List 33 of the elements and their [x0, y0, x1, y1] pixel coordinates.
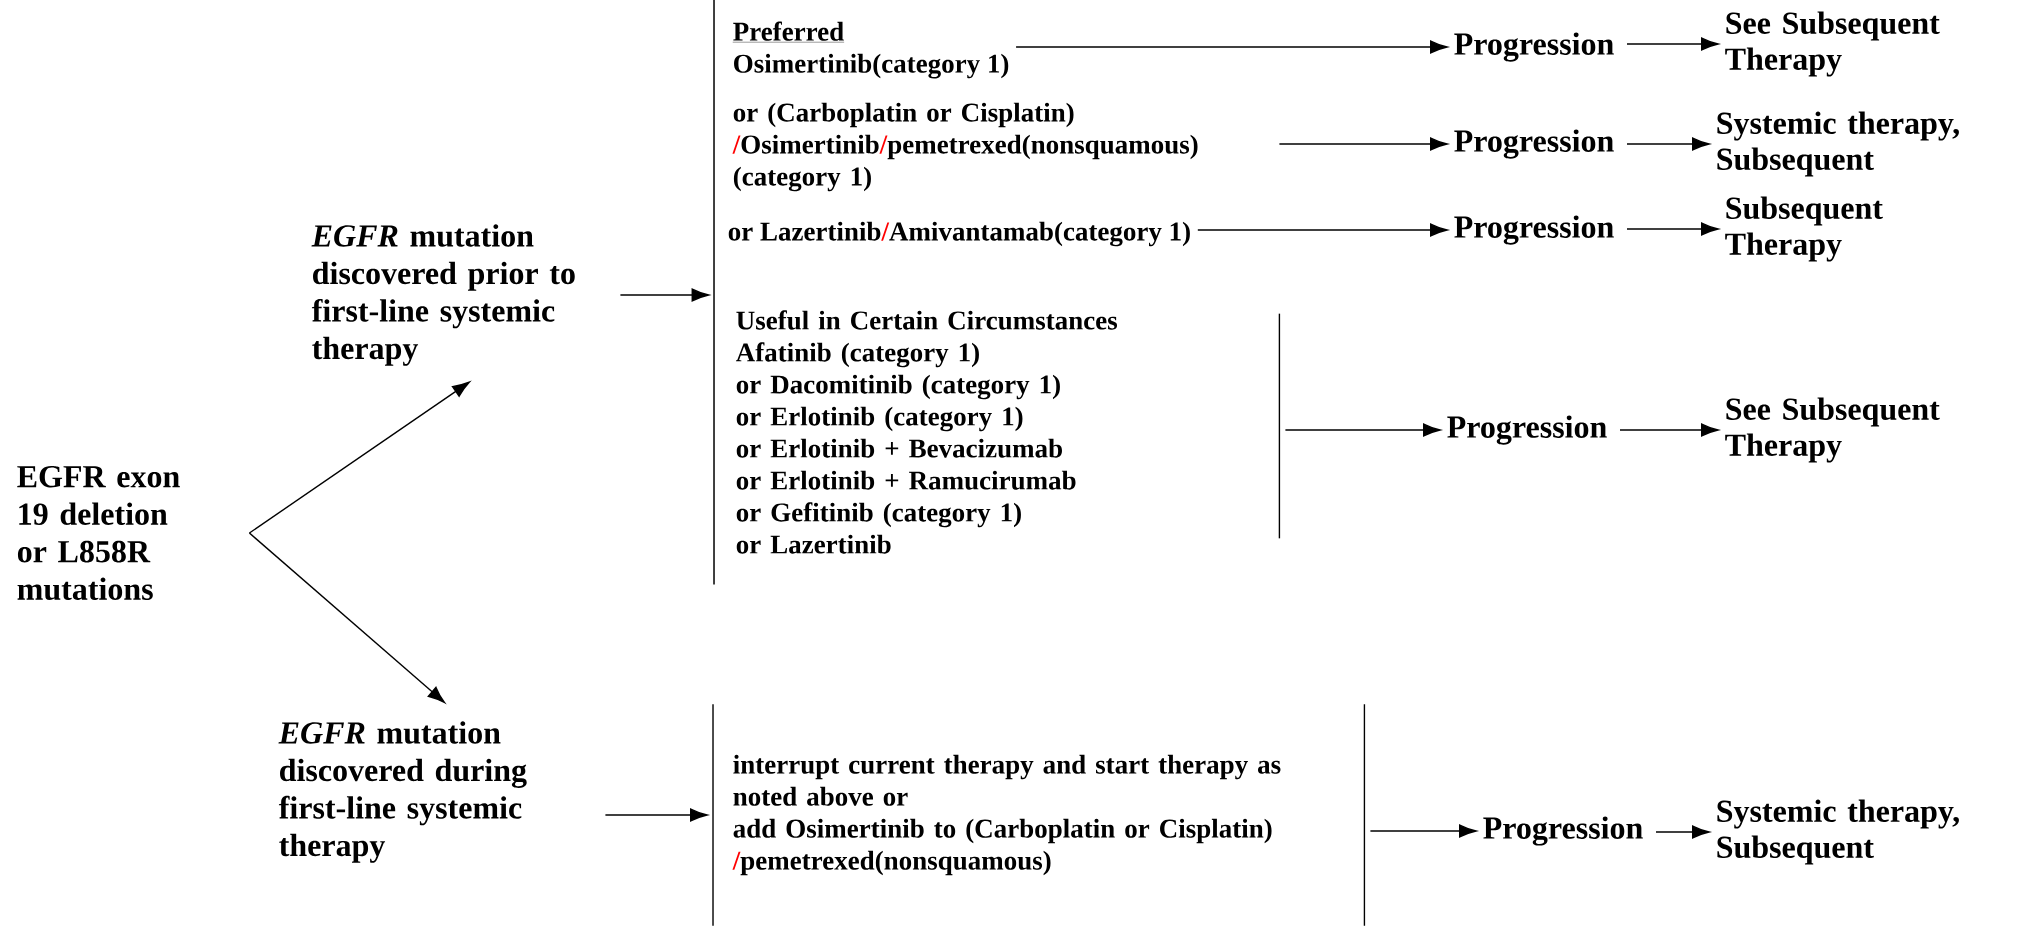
progression-label: Progression [1447, 415, 1607, 445]
branch-label: EGFR mutation discovered during first-line systemic therapy [278, 721, 527, 863]
regimen-text: Preferred Osimertinib(category 1) [732, 21, 1009, 79]
outcome-label: See Subsequent Therapy [1725, 11, 1940, 77]
arrow [1626, 222, 1719, 236]
outcome-label: Subsequent Therapy [1725, 196, 1883, 262]
progression-label: Progression [1454, 32, 1614, 62]
progression-label: Progression [1454, 215, 1614, 245]
arrow [1369, 824, 1477, 838]
regimen-text: or (Carboplatin or Cisplatin) /Osimertinib/pemetrexed(nonsquamous)(category 1) [732, 102, 1198, 192]
condition-label: EGFR exon 19 deletion or L858R mutations [17, 465, 180, 601]
outcome-label: Systemic therapy, Subsequent [1717, 111, 1959, 177]
arrow [248, 532, 446, 704]
arrow [1655, 825, 1710, 839]
arrow [619, 288, 710, 302]
outcome-label: Systemic therapy, Subsequent [1717, 799, 1959, 865]
regimen-text: or Lazertinib/Amivantamab(category 1) [728, 221, 1190, 247]
progression-label: Progression [1483, 816, 1643, 846]
outcome-label: See Subsequent Therapy [1725, 397, 1940, 463]
regimen-list: Useful in Certain Circumstances Afatinib (category 1) or Dacomitinib (category 1) or Erlotinib (category 1) or Erlotinib + Bevacizumab or Erlotinib + Ramucirumab or Gefitinib (category 1) or Lazertinib [736, 310, 1281, 554]
progression-label: Progression [1454, 129, 1614, 159]
arrow [1284, 423, 1441, 437]
arrow [1626, 137, 1710, 151]
arrow [1626, 37, 1719, 51]
branch-label: EGFR mutation discovered prior to first-line systemic therapy [311, 224, 575, 366]
regimen-box: interrupt current therapy and start therapy as noted above or add Osimertinib to (Carboplatin or Cisplatin) /pemetrexed(nonsquamous) [712, 703, 1366, 926]
bracket-line [713, 0, 715, 585]
arrow [604, 808, 708, 822]
arrow [1278, 137, 1448, 151]
arrow [1197, 223, 1448, 237]
arrow [248, 381, 470, 534]
arrow [1619, 423, 1719, 437]
arrow [1015, 40, 1448, 54]
